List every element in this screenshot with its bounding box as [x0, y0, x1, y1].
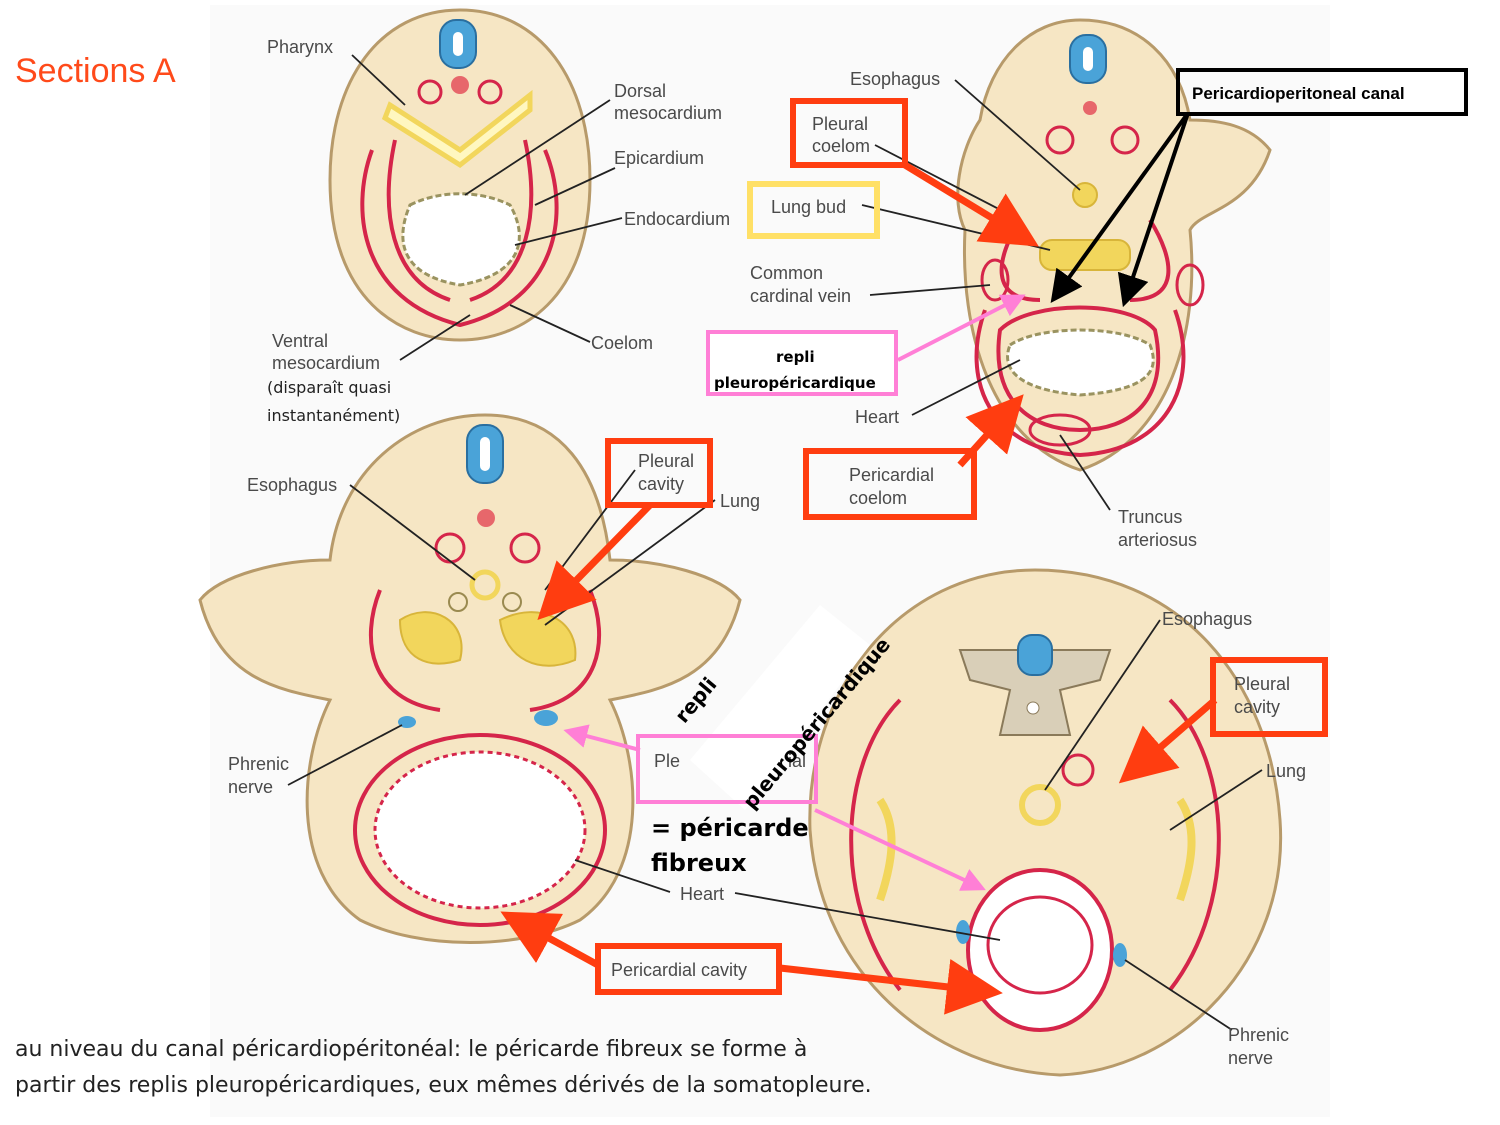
label-pericardial-coelom-2: coelom — [849, 488, 908, 508]
label-dorsal-mesocardium-2: mesocardium — [614, 103, 723, 123]
label-pleuropericardial-partial-end: ial — [788, 751, 807, 771]
label-dorsal-mesocardium-1: Dorsal — [614, 81, 667, 101]
label-pleural-cavity-c-2: cavity — [638, 474, 685, 494]
label-heart-b: Heart — [855, 407, 900, 427]
box-lung-bud: Lung bud — [747, 181, 880, 239]
label-pleuropericardial-partial: Ple — [654, 751, 681, 771]
label-lung-c: Lung — [720, 491, 761, 511]
label-pleural-cavity-d-2: cavity — [1234, 697, 1281, 717]
label-pericardioperitoneal-canal: Pericardioperitoneal canal — [1192, 84, 1405, 103]
label-repli-1: repli — [776, 348, 815, 366]
section-d-late-thorax — [808, 568, 1283, 1077]
label-truncus-1: Truncus — [1118, 507, 1183, 527]
page-title: Sections A — [15, 52, 176, 90]
rotated-label-background — [690, 605, 870, 810]
label-pleural-coelom-2: coelom — [812, 136, 871, 156]
label-lung-d: Lung — [1266, 761, 1307, 781]
label-esophagus-c: Esophagus — [247, 475, 338, 495]
caption-line-1: au niveau du canal péricardiopéritonéal:… — [15, 1037, 808, 1062]
section-a-early-heart — [328, 8, 592, 342]
box-pericardial-cavity: Pericardial cavity — [595, 943, 782, 995]
label-pleural-cavity-c-1: Pleural — [638, 451, 695, 471]
label-lung-bud: Lung bud — [771, 197, 847, 217]
label-coelom: Coelom — [591, 333, 654, 353]
box-pleural-cavity-c: Pleural cavity — [605, 438, 713, 508]
figure-caption: au niveau du canal péricardiopéritonéal:… — [15, 1032, 872, 1104]
box-pleuropericardial-fold: Ple ial — [636, 734, 818, 804]
label-pericarde-2: fibreux — [651, 849, 747, 877]
label-ventral-note-1: (disparaît quasi — [267, 378, 392, 397]
label-epicardium: Epicardium — [614, 148, 705, 168]
box-pleural-cavity-d: Pleural cavity — [1210, 657, 1328, 737]
label-esophagus-d: Esophagus — [1162, 609, 1253, 629]
label-pericardial-coelom-1: Pericardial — [849, 465, 935, 485]
label-endocardium: Endocardium — [624, 209, 731, 229]
label-phrenic-nerve-c-2: nerve — [228, 777, 274, 797]
label-pericardial-cavity: Pericardial cavity — [611, 960, 748, 980]
label-heart-c: Heart — [680, 884, 725, 904]
section-b-pericardioperitoneal-canal — [956, 18, 1272, 472]
label-pleural-cavity-d-1: Pleural — [1234, 674, 1291, 694]
label-phrenic-nerve-c-1: Phrenic — [228, 754, 290, 774]
annotation-arrows — [500, 111, 1218, 1015]
box-pericardioperitoneal-canal: Pericardioperitoneal canal — [1176, 68, 1468, 116]
label-phrenic-nerve-d-1: Phrenic — [1228, 1025, 1290, 1045]
label-common-cardinal-vein-2: cardinal vein — [750, 286, 852, 306]
box-pericardial-coelom: Pericardial coelom — [803, 448, 977, 520]
label-common-cardinal-vein-1: Common — [750, 263, 824, 283]
label-pericarde-1: = péricarde — [651, 814, 809, 842]
box-repli-pleuropericardique: repli pleuropéricardique — [706, 330, 898, 396]
caption-line-2: partir des replis pleuropéricardiques, e… — [15, 1073, 872, 1098]
label-pharynx: Pharynx — [267, 37, 334, 57]
label-repli-2: pleuropéricardique — [714, 374, 876, 392]
label-esophagus-b: Esophagus — [850, 69, 941, 89]
label-ventral-note-2: instantanément) — [267, 406, 401, 425]
label-ventral-mesocardium-1: Ventral — [272, 331, 329, 351]
label-pleural-coelom-1: Pleural — [812, 114, 869, 134]
label-ventral-mesocardium-2: mesocardium — [272, 353, 381, 373]
label-truncus-2: arteriosus — [1118, 530, 1198, 550]
box-pleural-coelom: Pleural coelom — [790, 98, 908, 168]
label-phrenic-nerve-d-2: nerve — [1228, 1048, 1274, 1068]
